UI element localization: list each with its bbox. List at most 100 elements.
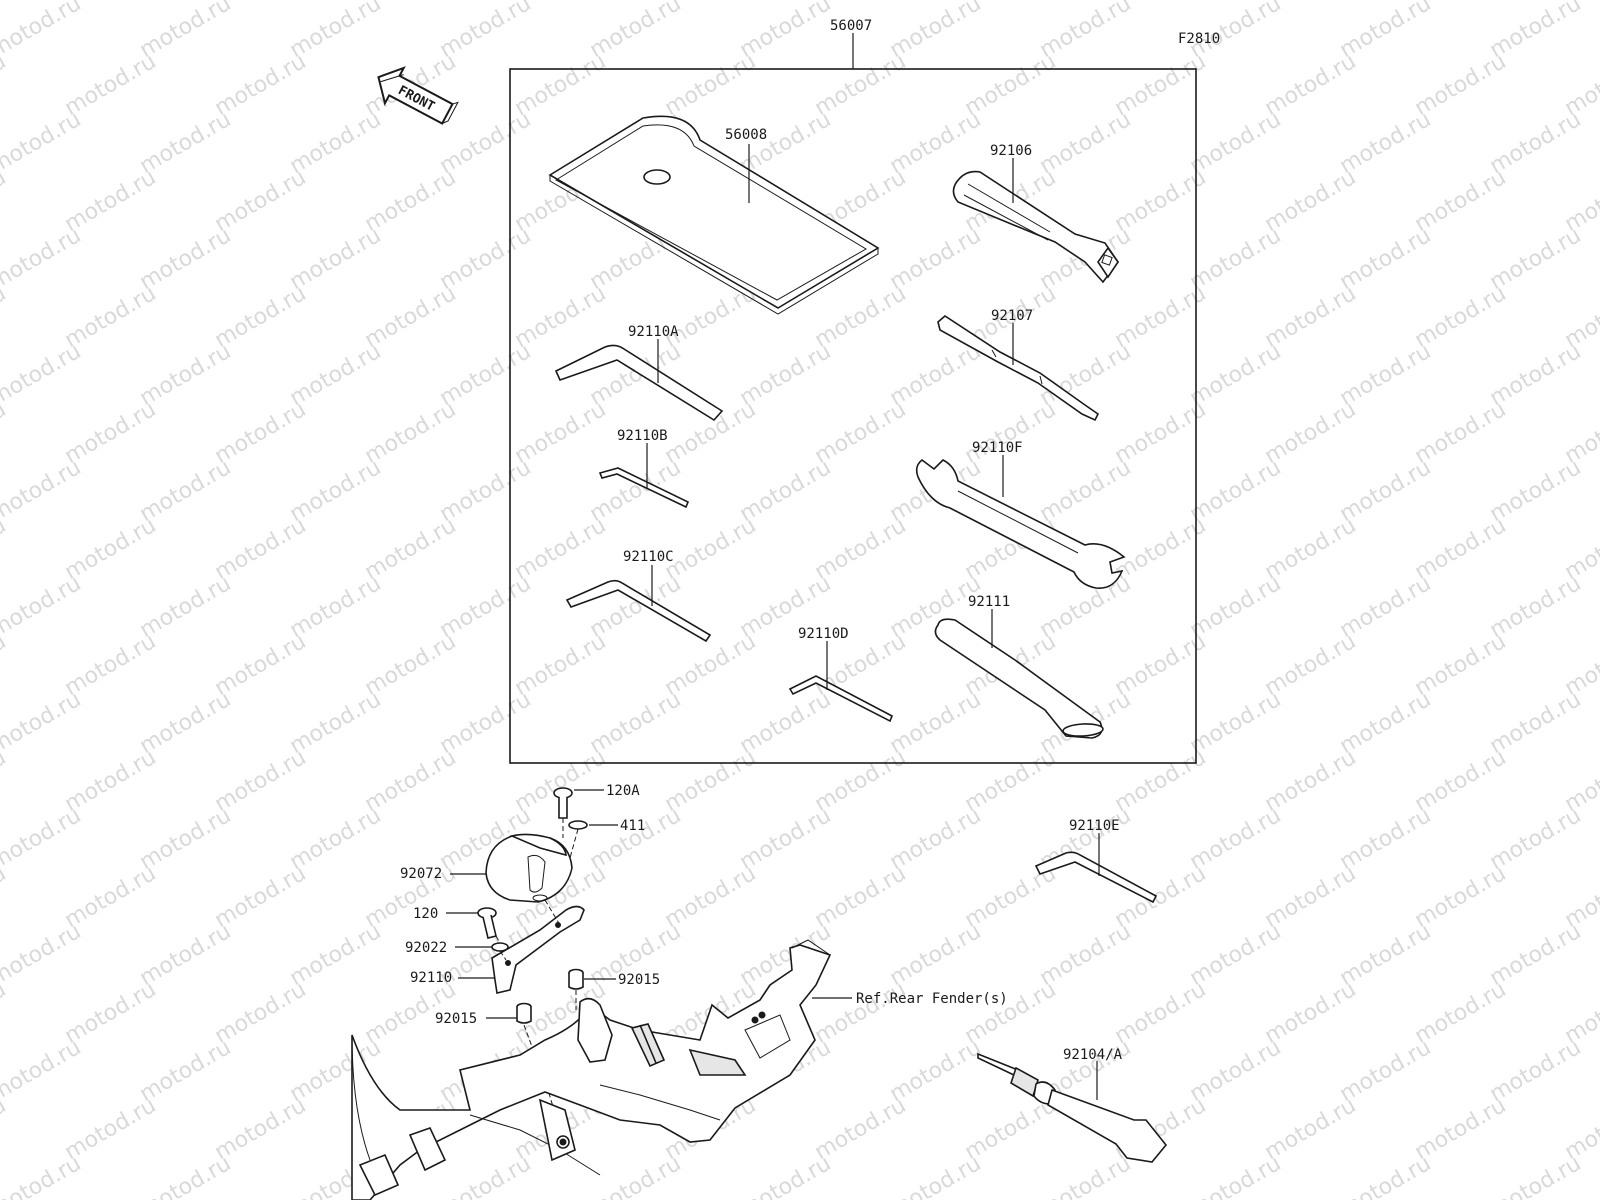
watermark-text: motod.ru (211, 745, 311, 817)
watermark-text: motod.ru (61, 281, 161, 353)
watermark-text: motod.ru (661, 49, 761, 121)
watermark-text: motod.ru (886, 687, 986, 759)
watermark-text: motod.ru (361, 397, 461, 469)
kit-label: 56007 (830, 18, 872, 34)
watermark-text: motod.ru (436, 571, 536, 643)
watermark-text: motod.ru (661, 281, 761, 353)
bolt-120a-icon (553, 787, 573, 819)
grip-label: 92106 (990, 143, 1032, 159)
watermark-text: motod.ru (736, 339, 836, 411)
bolt-120-label: 120 (413, 906, 438, 922)
watermark-text: motod.ru (1336, 919, 1436, 991)
watermark-text: motod.ru (136, 339, 236, 411)
watermark-text: motod.ru (1411, 165, 1511, 237)
bit-label: 92107 (991, 308, 1033, 324)
hex-d-label: 92110D (798, 626, 849, 642)
watermark-text: motod.ru (0, 629, 10, 701)
watermark-text: motod.ru (1411, 977, 1511, 1049)
watermark-text: motod.ru (211, 281, 311, 353)
watermark-text: motod.ru (0, 397, 10, 469)
watermark-text: motod.ru (136, 919, 236, 991)
watermark-text: motod.ru (1411, 745, 1511, 817)
watermark-text: motod.ru (211, 165, 311, 237)
watermark-text: motod.ru (811, 745, 911, 817)
watermark-text: motod.ru (1486, 919, 1586, 991)
watermark-text: motod.ru (961, 49, 1061, 121)
watermark-text: motod.ru (1111, 861, 1211, 933)
watermark-text: motod.ru (61, 629, 161, 701)
watermark-text: motod.ru (0, 223, 85, 295)
watermark-text: motod.ru (286, 687, 386, 759)
watermark-text: motod.ru (1186, 339, 1286, 411)
watermark-text: motod.ru (1411, 281, 1511, 353)
watermark-text: motod.ru (1186, 455, 1286, 527)
watermark-text: motod.ru (1411, 397, 1511, 469)
watermark-text: motod.ru (1186, 223, 1286, 295)
watermark-text: motod.ru (136, 1035, 236, 1107)
watermark-text: motod.ru (436, 223, 536, 295)
watermark-text: motod.ru (1486, 571, 1586, 643)
watermark-text: motod.ru (0, 1093, 10, 1165)
watermark-text: motod.ru (0, 49, 10, 121)
watermark-text: motod.ru (0, 687, 85, 759)
hex-e-label: 92110E (1069, 818, 1120, 834)
watermark-text: motod.ru (0, 455, 85, 527)
extension-pipe-icon (934, 618, 1104, 739)
watermark-text: motod.ru (61, 745, 161, 817)
watermark-text: motod.ru (511, 513, 611, 585)
watermark-text: motod.ru (1111, 977, 1211, 1049)
watermark-text: motod.ru (1336, 223, 1436, 295)
watermark-text: motod.ru (286, 339, 386, 411)
watermark-text: motod.ru (286, 223, 386, 295)
watermark-text: motod.ru (586, 803, 686, 875)
watermark-text: motod.ru (211, 513, 311, 585)
watermark-text: motod.ru (61, 1093, 161, 1165)
tool-case-icon (548, 115, 880, 315)
watermark-text: motod.ru (661, 513, 761, 585)
watermark-text: motod.ru (1186, 803, 1286, 875)
hex-wrench-a-icon (554, 344, 724, 422)
watermark-text: motod.ru (436, 339, 536, 411)
watermark-text: motod.ru (286, 455, 386, 527)
grease-label: 92104/A (1063, 1047, 1123, 1063)
watermark-text: motod.ru (1261, 861, 1361, 933)
watermark-text: motod.ru (136, 1151, 236, 1200)
watermark-text: motod.ru (0, 1151, 85, 1200)
rear-fender-icon (351, 939, 832, 1200)
watermark-text: motod.ru (886, 919, 986, 991)
washer-411-label: 411 (620, 818, 645, 834)
watermark-text: motod.ru (1261, 745, 1361, 817)
hex-wrench-b-icon (598, 467, 690, 509)
watermark-text: motod.ru (0, 977, 10, 1049)
watermark-text: motod.ru (136, 803, 236, 875)
watermark-text: motod.ru (361, 629, 461, 701)
hex-c-label: 92110C (623, 549, 674, 565)
watermark-text: motod.ru (286, 919, 386, 991)
watermark-text: motod.ru (1036, 455, 1136, 527)
watermark-text: motod.ru (1486, 803, 1586, 875)
watermark-text: motod.ru (1486, 687, 1586, 759)
watermark-text: motod.ru (361, 165, 461, 237)
watermark-text: motod.ru (1486, 455, 1586, 527)
watermark-text: motod.ru (886, 107, 986, 179)
screwdriver-grip-icon (952, 170, 1119, 284)
watermark-text: motod.ru (1411, 513, 1511, 585)
watermark-text: motod.ru (61, 49, 161, 121)
washer-92022-label: 92022 (405, 940, 447, 956)
collar-left-label: 92015 (435, 1011, 477, 1027)
watermark-text: motod.ru (61, 397, 161, 469)
holder-plate-label: 92110 (410, 970, 452, 986)
watermark-text: motod.ru (1186, 571, 1286, 643)
watermark-text: motod.ru (211, 629, 311, 701)
watermark-text: motod.ru (736, 1151, 836, 1200)
watermark-text: motod.ru (1336, 571, 1436, 643)
watermark-text: motod.ru (0, 339, 85, 411)
watermark-text: motod.ru (0, 0, 85, 63)
watermark-text: motod.ru (136, 107, 236, 179)
watermark-text: motod.ru (811, 397, 911, 469)
watermark-text: motod.ru (661, 745, 761, 817)
watermark-text: motod.ru (61, 861, 161, 933)
watermark-text: motod.ru (736, 107, 836, 179)
watermark-text: motod.ru (511, 281, 611, 353)
hex-wrench-c-icon (565, 579, 712, 643)
